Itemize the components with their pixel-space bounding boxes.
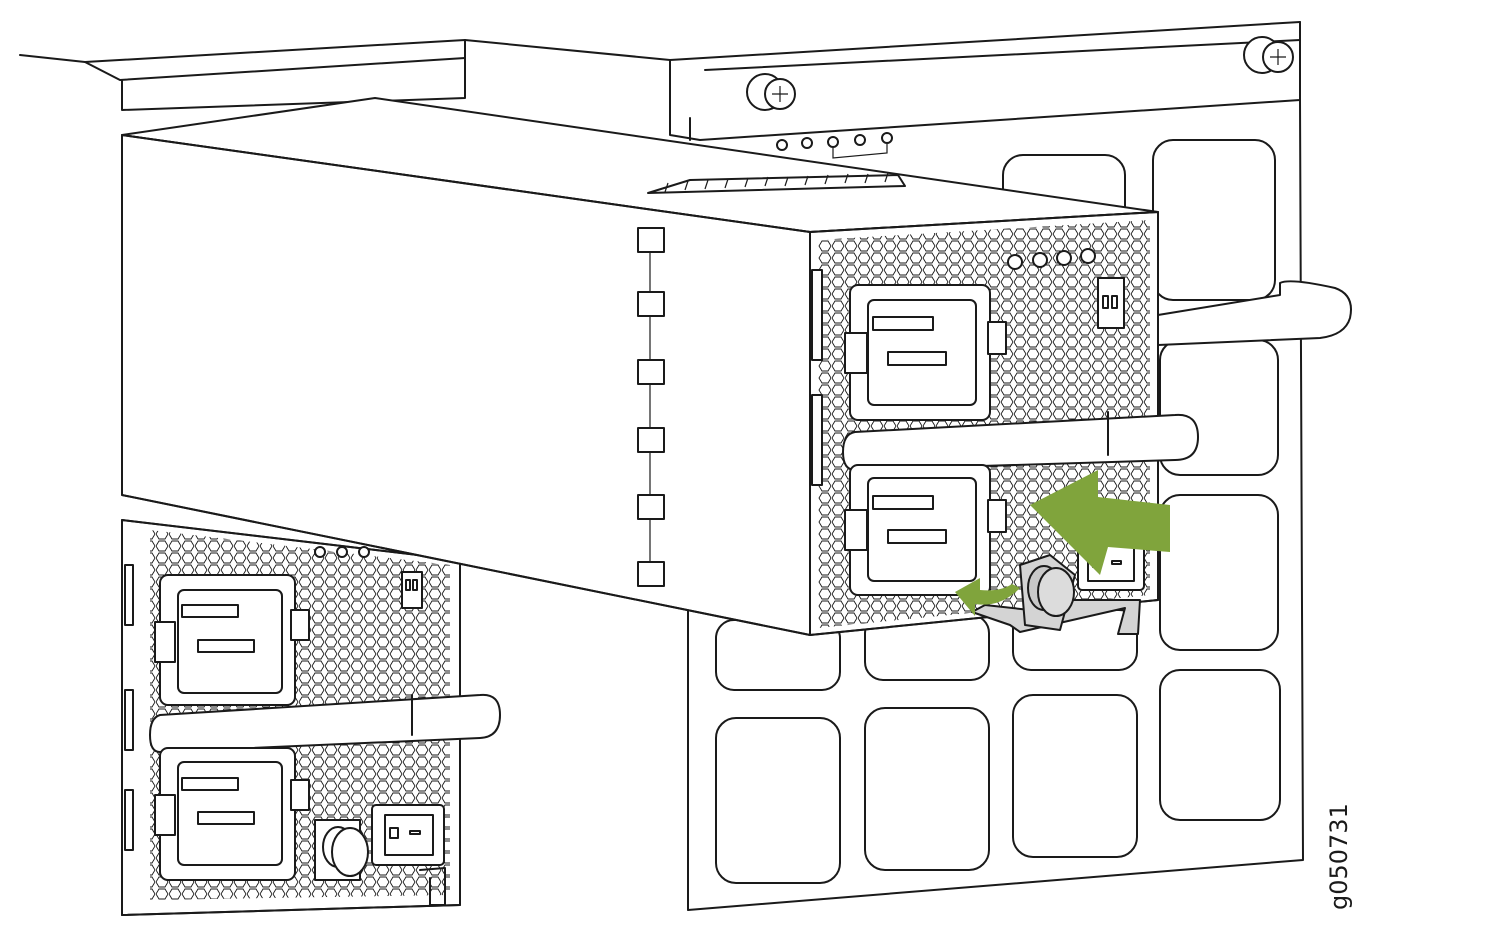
- psu-handle: [842, 411, 1199, 471]
- figure-id: g050731: [1325, 803, 1353, 910]
- installed-power-supply: [121, 519, 501, 916]
- side-connector: [637, 227, 665, 587]
- ac-inlet-icon: [154, 747, 310, 881]
- ac-inlet-icon: [844, 284, 1007, 421]
- psu-handle: [149, 693, 501, 753]
- thumbscrew-icon: [314, 819, 369, 881]
- chassis-rail: [1157, 280, 1352, 346]
- ac-inlet-icon: [844, 464, 1007, 596]
- psu-status-leds: [314, 546, 370, 558]
- chassis-cutouts: [715, 139, 1281, 884]
- dip-switch: [1097, 277, 1125, 329]
- insert-arrow: [1030, 470, 1170, 575]
- latch-rotate-arrow: [955, 578, 1020, 616]
- ac-inlet-icon: [154, 574, 310, 706]
- chassis-status-leds: [776, 132, 893, 159]
- chassis: [19, 21, 1304, 911]
- power-switch-icon: [371, 804, 445, 866]
- thumbscrew-icon: [746, 73, 796, 111]
- psu-status-leds: [1007, 248, 1096, 270]
- thumbscrew-icon: [1027, 565, 1075, 617]
- dip-switch: [401, 571, 423, 609]
- thumbscrew-icon: [1243, 36, 1294, 74]
